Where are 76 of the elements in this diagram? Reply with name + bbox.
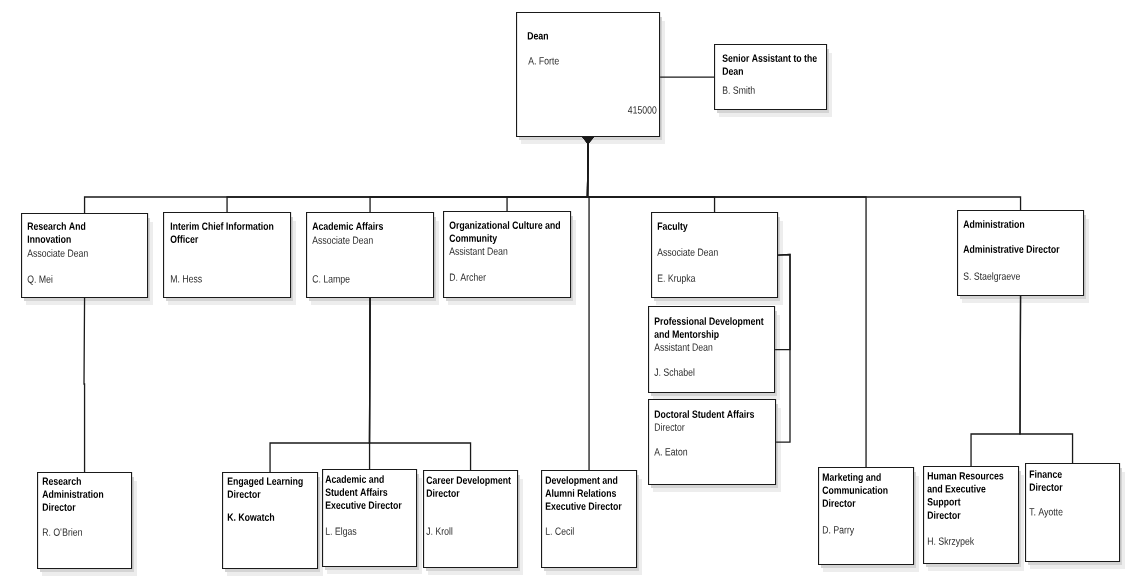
person-name: T. Ayotte bbox=[1029, 508, 1063, 518]
org-box bbox=[714, 44, 832, 117]
org-box bbox=[443, 211, 576, 305]
job-title: Director bbox=[1029, 483, 1063, 491]
person-name: C. Lampe bbox=[312, 275, 350, 285]
person-name: A. Forte bbox=[528, 57, 559, 65]
job-title: Director bbox=[927, 511, 961, 519]
person-name: K. Kowatch bbox=[227, 513, 275, 521]
unit-name: Marketing and Communication bbox=[822, 473, 888, 494]
unit-name: Organizational Culture and Community bbox=[449, 221, 560, 244]
connector-line bbox=[1019, 295, 1074, 464]
job-title: Administrative Director bbox=[963, 245, 1060, 253]
job-title: Director bbox=[426, 489, 460, 497]
org-box bbox=[222, 472, 323, 576]
unit-name: Research And Innovation bbox=[27, 222, 86, 243]
job-title: Senior Assistant to the Dean bbox=[722, 54, 817, 75]
job-title: Director bbox=[654, 423, 685, 431]
unit-name: Human Resources and Executive Support bbox=[927, 472, 1004, 508]
unit-name: Administration bbox=[963, 220, 1025, 228]
unit-name: Finance bbox=[1029, 470, 1062, 478]
person-name: M. Hess bbox=[170, 275, 202, 283]
job-title: Associate Dean bbox=[27, 249, 88, 257]
job-title: Associate Dean bbox=[312, 236, 373, 244]
job-title: Director bbox=[42, 503, 76, 511]
person-name: Q. Mei bbox=[27, 275, 53, 285]
org-box bbox=[37, 472, 137, 576]
person-name: A. Eaton bbox=[654, 448, 688, 456]
job-title: Interim Chief Information Officer bbox=[170, 222, 274, 243]
person-name: J. Kroll bbox=[426, 527, 453, 535]
job-title: Executive Director bbox=[325, 501, 402, 509]
arrow bbox=[582, 137, 867, 468]
connector-line bbox=[368, 297, 472, 471]
person-name: S. Staelgraeve bbox=[963, 272, 1020, 282]
job-title: Assistant Dean bbox=[654, 343, 713, 351]
connector-line bbox=[659, 76, 715, 78]
unit-name: Academic and Student Affairs bbox=[325, 475, 388, 496]
person-name: B. Smith bbox=[722, 86, 755, 94]
org-box bbox=[423, 470, 523, 575]
job-title: Dean bbox=[527, 32, 548, 40]
job-title: Executive Director bbox=[545, 502, 622, 510]
org-box bbox=[163, 212, 296, 305]
person-name: R. O'Brien bbox=[42, 528, 82, 536]
org-box bbox=[957, 210, 1089, 303]
unit-name: Research Administration bbox=[42, 477, 104, 498]
person-name: L. Cecil bbox=[545, 527, 574, 535]
org-box bbox=[923, 466, 1024, 571]
job-title: Director bbox=[822, 499, 856, 507]
org-box bbox=[21, 213, 153, 305]
unit-name: Doctoral Student Affairs bbox=[654, 410, 755, 418]
org-box bbox=[306, 212, 439, 305]
unit-name: Development and Alumni Relations bbox=[545, 476, 618, 497]
connector-line bbox=[775, 253, 791, 443]
code-number: 415000 bbox=[627, 106, 657, 114]
org-box bbox=[541, 470, 642, 575]
unit-name: Faculty bbox=[657, 222, 688, 232]
org-box bbox=[651, 212, 783, 305]
person-name: E. Krupka bbox=[657, 274, 696, 284]
person-name: D. Archer bbox=[449, 273, 486, 281]
person-name: H. Skrzypek bbox=[927, 537, 975, 547]
unit-name: Engaged Learning bbox=[227, 477, 303, 488]
connector-line bbox=[83, 297, 86, 473]
unit-name: Academic Affairs bbox=[312, 222, 384, 230]
org-box bbox=[648, 306, 780, 400]
job-title: Associate Dean bbox=[657, 248, 718, 256]
org-box bbox=[648, 399, 781, 492]
unit-name: Professional Development and Mentorship bbox=[654, 317, 764, 340]
org-box bbox=[818, 467, 919, 572]
job-title: Director bbox=[227, 490, 261, 498]
org-box bbox=[1025, 463, 1125, 569]
person-name: J. Schabel bbox=[654, 368, 695, 376]
job-title: Assistant Dean bbox=[449, 247, 508, 255]
unit-name: Career Development bbox=[426, 476, 511, 486]
person-name: D. Parry bbox=[822, 526, 855, 536]
org-box bbox=[322, 469, 422, 574]
org-box bbox=[516, 12, 665, 144]
person-name: L. Elgas bbox=[325, 527, 357, 537]
